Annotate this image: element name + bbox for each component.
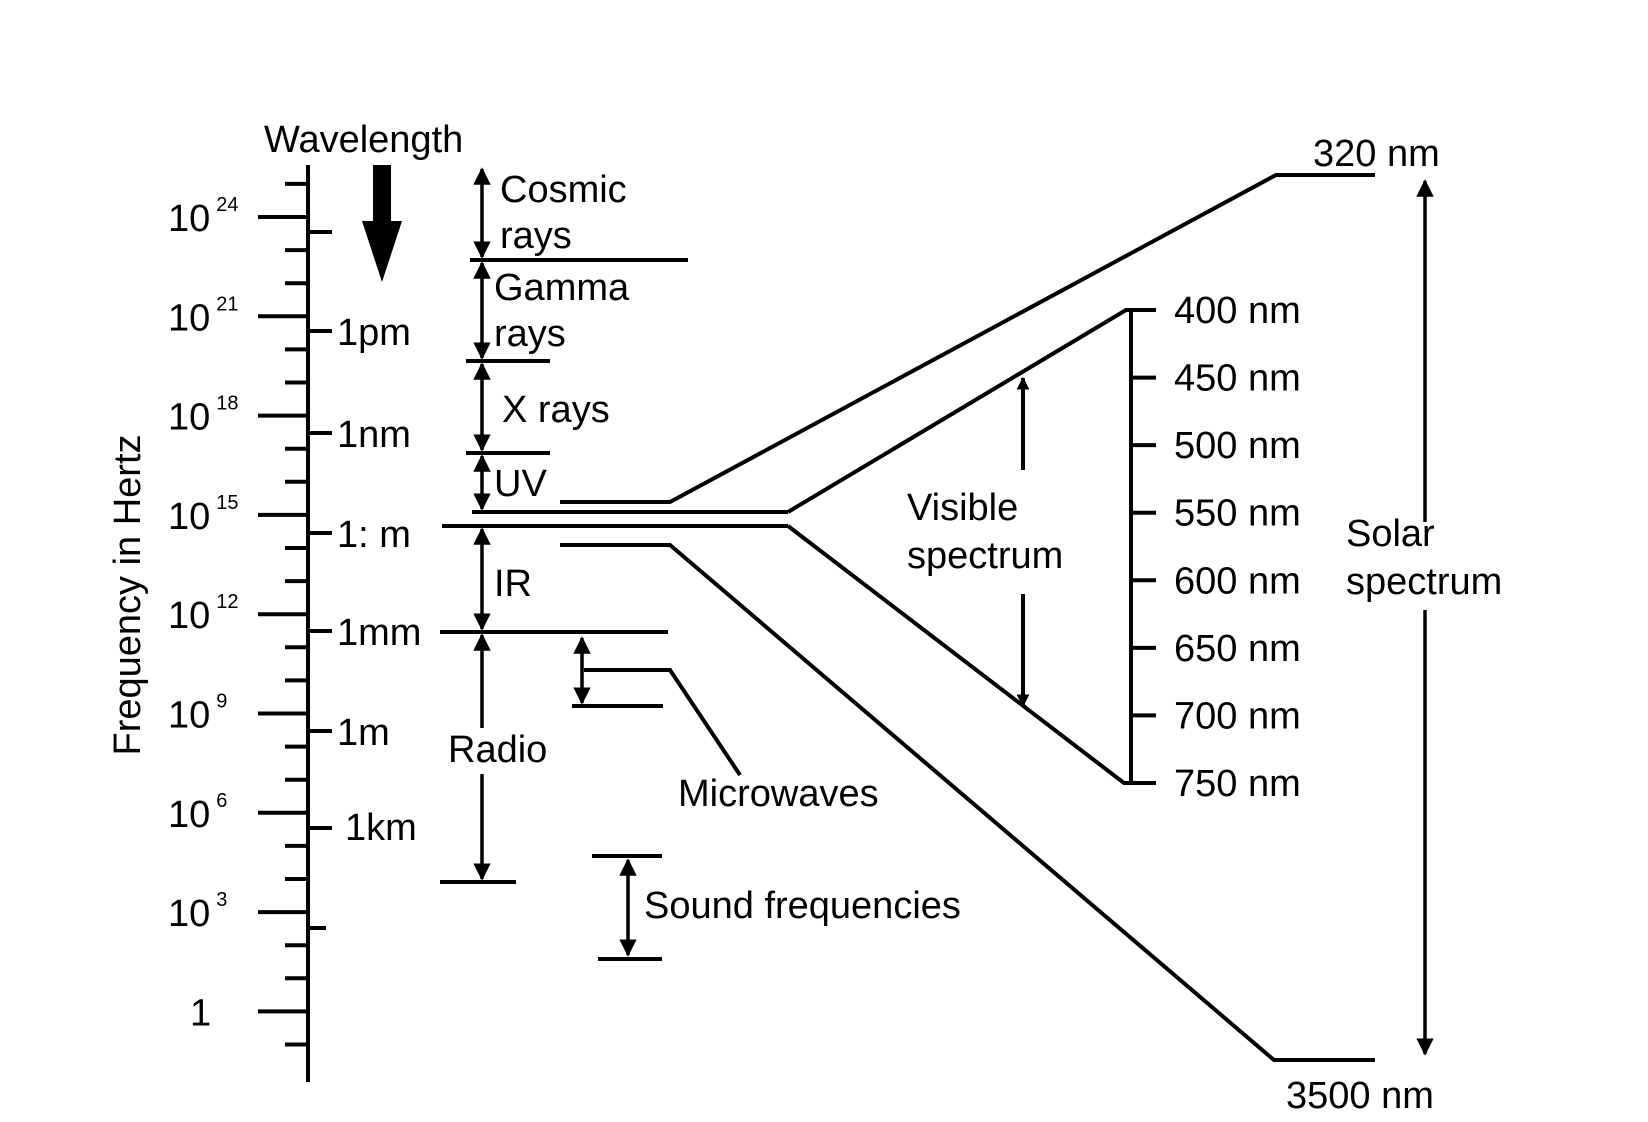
tick-exponent: 15 [216, 492, 238, 514]
solar-spectrum-label-line2: spectrum [1346, 561, 1502, 603]
wavelength-tick-label: 1: m [337, 514, 411, 556]
visible-wavelength-labels: 400 nm 450 nm 500 nm 550 nm 600 nm 650 nm 700 … [1174, 290, 1301, 805]
wavelength-tick-label: 1m [337, 712, 390, 754]
visible-wavelength-label: 550 nm [1174, 493, 1301, 535]
visible-wavelength-label: 450 nm [1174, 358, 1301, 400]
tick-exponent: 18 [216, 393, 238, 415]
visible-spectrum-label-line1: Visible [907, 487, 1018, 529]
tick-base: 10 [168, 695, 210, 737]
tick-base: 10 [168, 297, 210, 339]
frequency-tick-labels: 10 24 10 21 10 18 10 15 10 12 10 9 10 6 10 3 1 [168, 194, 239, 1034]
visible-spectrum-label-line2: spectrum [907, 535, 1063, 577]
wavelength-tick-label: 1pm [337, 312, 411, 354]
wavelength-tick-label: 1km [345, 807, 417, 849]
major-ticks [258, 215, 308, 1014]
cosmic-rays-label-line2: rays [500, 215, 572, 257]
frequency-tick-label: 10 18 [168, 393, 239, 439]
visible-wavelength-label: 500 nm [1174, 425, 1301, 467]
cosmic-rays-label-line1: Cosmic [500, 169, 627, 211]
axis-title: Frequency in Hertz [107, 434, 149, 755]
minor-ticks [285, 181, 308, 1047]
tick-base: 10 [168, 397, 210, 439]
sound-frequencies-label: Sound frequencies [644, 885, 961, 927]
sound-frequencies-bracket: Sound frequencies [592, 854, 961, 961]
visible-wavelength-label: 650 nm [1174, 628, 1301, 670]
solar-spectrum-label-line1: Solar [1346, 513, 1435, 555]
tick-exponent: 3 [216, 889, 227, 911]
frequency-tick-label: 10 12 [168, 591, 239, 637]
wavelength-ticks [308, 230, 332, 930]
uv-label: UV [494, 463, 547, 505]
visible-wavelength-label: 700 nm [1174, 695, 1301, 737]
tick-base: 1 [190, 992, 211, 1034]
band-labels: Cosmic rays Gamma rays X rays UV IR Radi… [448, 169, 630, 771]
frequency-tick-label: 10 15 [168, 492, 239, 538]
microwaves-bracket: Microwaves [572, 636, 879, 815]
visible-wavelength-label: 600 nm [1174, 560, 1301, 602]
frequency-axis: 10 24 10 21 10 18 10 15 10 12 10 9 10 6 10 3 1 [168, 165, 310, 1082]
tick-base: 10 [168, 595, 210, 637]
xrays-label: X rays [502, 389, 610, 431]
ir-label: IR [494, 563, 532, 605]
frequency-tick-label: 10 6 [168, 790, 227, 836]
frequency-tick-label: 10 21 [168, 293, 239, 339]
solar-bottom-wavelength: 3500 nm [1286, 1075, 1434, 1117]
wavelength-tick-label: 1mm [337, 612, 421, 654]
frequency-tick-label: 10 24 [168, 194, 239, 240]
tick-base: 10 [168, 198, 210, 240]
tick-base: 10 [168, 496, 210, 538]
radio-label: Radio [448, 729, 547, 771]
tick-base: 10 [168, 794, 210, 836]
tick-exponent: 9 [216, 691, 227, 713]
wavelength-arrow-icon [362, 165, 402, 282]
wavelength-tick-labels: 1pm 1nm 1: m 1mm 1m 1km [337, 312, 421, 849]
visible-spectrum-fan: 400 nm 450 nm 500 nm 550 nm 600 nm 650 nm 700 … [786, 290, 1301, 805]
visible-wavelength-label: 400 nm [1174, 290, 1301, 332]
tick-exponent: 24 [216, 194, 238, 216]
gamma-rays-label-line1: Gamma [494, 267, 630, 309]
frequency-tick-label: 10 3 [168, 889, 227, 935]
band-boundaries [440, 258, 788, 884]
visible-wavelength-ticks [1131, 308, 1156, 785]
solar-top-wavelength: 320 nm [1313, 133, 1440, 175]
tick-exponent: 21 [216, 293, 238, 315]
wavelength-tick-label: 1nm [337, 414, 411, 456]
tick-base: 10 [168, 893, 210, 935]
wavelength-label: Wavelength [264, 119, 463, 161]
frequency-tick-label: 1 [190, 992, 211, 1034]
tick-exponent: 6 [216, 790, 227, 812]
gamma-rays-label-line2: rays [494, 313, 566, 355]
visible-wavelength-label: 750 nm [1174, 763, 1301, 805]
tick-exponent: 12 [216, 591, 238, 613]
microwaves-label: Microwaves [678, 773, 879, 815]
solar-spectrum-fan: 320 nm 3500 nm Solar spectrum [560, 133, 1502, 1117]
frequency-tick-label: 10 9 [168, 691, 227, 737]
